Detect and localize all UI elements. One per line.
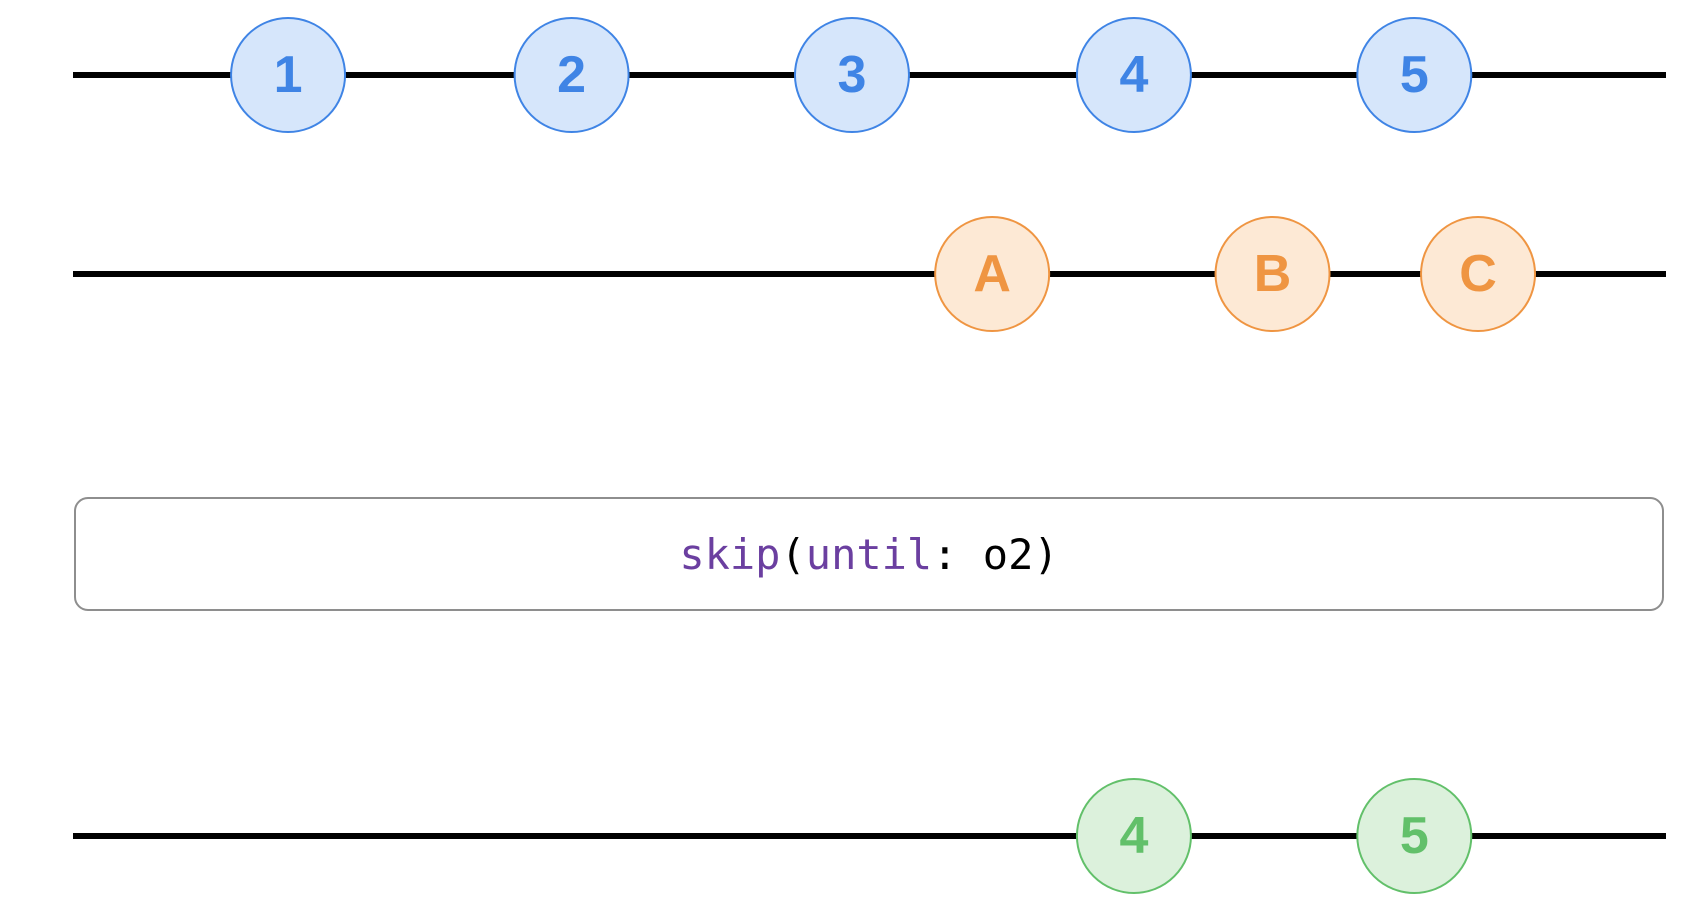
source-marble-circle <box>513 17 630 133</box>
source-marble-circle <box>1075 17 1192 133</box>
source-marble-label: 2 <box>557 46 586 104</box>
operator-close-paren: ) <box>1033 529 1059 579</box>
source-marble-3: 3 <box>793 17 910 133</box>
source-marble-label: 1 <box>274 46 303 104</box>
source-marble-4: 4 <box>1075 17 1192 133</box>
source-marble-circle <box>1356 17 1473 133</box>
result-marble-5: 5 <box>1356 778 1473 894</box>
operator-label: skip(until: o2) <box>679 530 1058 579</box>
notifier-marble-A: A <box>934 216 1051 332</box>
operator-colon: : <box>932 529 983 579</box>
result-marble-circle <box>1075 778 1192 894</box>
source-marble-1: 1 <box>230 17 347 133</box>
operator-param: until <box>805 529 933 579</box>
source-marble-label: 3 <box>838 46 867 104</box>
source-marble-circle <box>793 17 910 133</box>
notifier-marble-B: B <box>1214 216 1331 332</box>
result-marble-label: 5 <box>1400 807 1429 865</box>
notifier-marble-circle <box>1214 216 1331 332</box>
source-marble-5: 5 <box>1356 17 1473 133</box>
operator-box: skip(until: o2) <box>74 497 1664 611</box>
operator-open-paren: ( <box>780 529 806 579</box>
result-marble-circle <box>1356 778 1473 894</box>
result-marble-4: 4 <box>1075 778 1192 894</box>
operator-function: skip <box>679 529 781 579</box>
result-marble-label: 4 <box>1119 807 1148 865</box>
notifier-timeline: A B C <box>73 216 1666 332</box>
source-marble-circle <box>230 17 347 133</box>
notifier-marble-label: B <box>1254 245 1292 303</box>
notifier-marble-label: C <box>1459 245 1497 303</box>
operator-arg: o2 <box>982 529 1034 579</box>
source-timeline: 1 2 3 4 5 <box>73 17 1666 133</box>
notifier-marble-C: C <box>1420 216 1537 332</box>
source-marble-label: 5 <box>1400 46 1429 104</box>
notifier-marble-label: A <box>973 245 1011 303</box>
notifier-marble-circle <box>934 216 1051 332</box>
source-marble-2: 2 <box>513 17 630 133</box>
source-marble-label: 4 <box>1119 46 1148 104</box>
notifier-marble-circle <box>1420 216 1537 332</box>
